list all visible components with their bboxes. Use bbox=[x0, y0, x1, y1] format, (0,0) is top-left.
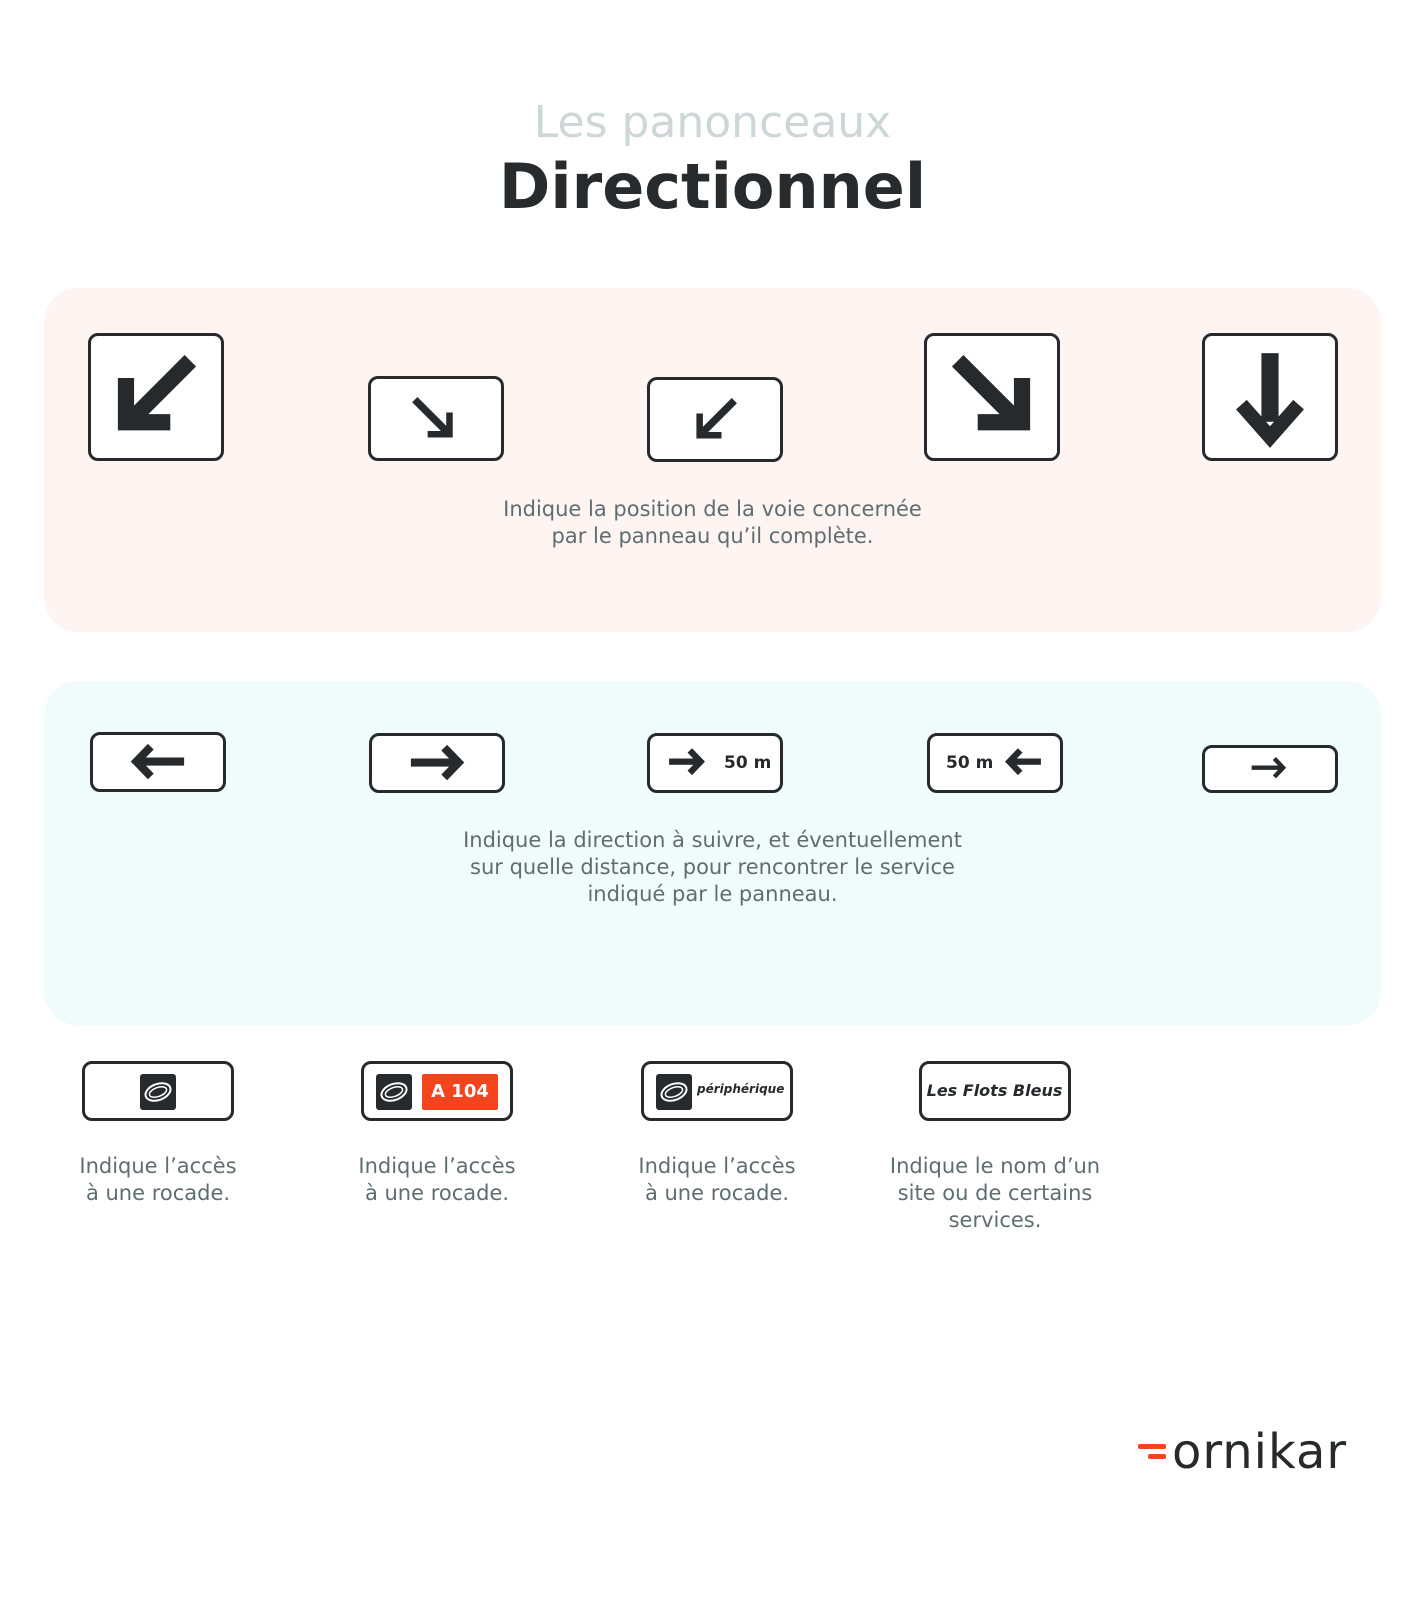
note-line-3: services. bbox=[948, 1208, 1042, 1232]
road-number-badge: A 104 bbox=[422, 1074, 498, 1110]
sign-peripherique: périphérique bbox=[641, 1061, 793, 1121]
ring-road-icon bbox=[140, 1074, 176, 1110]
position-description: Indique la position de la voie concernée… bbox=[0, 496, 1425, 550]
note-line-2: à une rocade. bbox=[364, 1181, 510, 1205]
note-line-2: à une rocade. bbox=[85, 1181, 231, 1205]
ring-road-note: Indique l’accès à une rocade. bbox=[38, 1153, 278, 1207]
logo-wordmark: ornikar bbox=[1172, 1424, 1348, 1480]
peripherique-label: périphérique bbox=[697, 1082, 785, 1096]
arrow-down-left-icon bbox=[696, 397, 737, 439]
arrow-right-icon bbox=[1251, 756, 1287, 779]
distance-label: 50 m bbox=[946, 753, 994, 773]
sign-ring-road-a104: A 104 bbox=[361, 1061, 513, 1121]
page-subtitle: Les panonceaux bbox=[533, 97, 892, 148]
sign-direction-right bbox=[369, 733, 505, 793]
arrow-left-icon bbox=[130, 743, 185, 780]
sign-lane-down bbox=[1202, 333, 1338, 461]
position-description-line-1: Indique la position de la voie concernée bbox=[503, 497, 922, 521]
sign-direction-right-small bbox=[1202, 745, 1338, 793]
sign-site-name: Les Flots Bleus bbox=[919, 1061, 1071, 1121]
arrow-down-right-icon bbox=[951, 355, 1031, 431]
direction-description-line-1: Indique la direction à suivre, et éventu… bbox=[463, 828, 962, 852]
arrow-right-icon bbox=[669, 748, 705, 776]
sign-lane-down-right-large bbox=[924, 333, 1060, 461]
page-title: Directionnel bbox=[498, 150, 927, 223]
sign-ring-road bbox=[82, 1061, 234, 1121]
direction-description: Indique la direction à suivre, et éventu… bbox=[0, 827, 1425, 908]
note-line-1: Indique l’accès bbox=[79, 1154, 237, 1178]
logo-accent-bar-top bbox=[1138, 1444, 1166, 1449]
arrow-down-icon bbox=[1236, 353, 1304, 448]
note-line-1: Indique l’accès bbox=[358, 1154, 516, 1178]
ornikar-logo: ornikar bbox=[1138, 1424, 1368, 1482]
sign-direction-left-distance: 50 m bbox=[927, 733, 1063, 793]
arrow-down-right-icon bbox=[412, 396, 453, 438]
note-line-1: Indique l’accès bbox=[638, 1154, 796, 1178]
sign-direction-left bbox=[90, 732, 226, 792]
direction-description-line-2: sur quelle distance, pour rencontrer le … bbox=[470, 855, 955, 879]
site-name-label: Les Flots Bleus bbox=[926, 1081, 1063, 1100]
sign-direction-right-distance: 50 m bbox=[647, 733, 783, 793]
ring-road-a104-note: Indique l’accès à une rocade. bbox=[317, 1153, 557, 1207]
position-description-line-2: par le panneau qu’il complète. bbox=[551, 524, 874, 548]
peripherique-note: Indique l’accès à une rocade. bbox=[597, 1153, 837, 1207]
arrow-left-icon bbox=[1005, 748, 1041, 776]
ring-road-icon bbox=[376, 1074, 412, 1110]
distance-label: 50 m bbox=[724, 753, 772, 773]
ring-road-icon bbox=[656, 1074, 692, 1110]
arrow-right-icon bbox=[410, 744, 465, 781]
note-line-2: à une rocade. bbox=[644, 1181, 790, 1205]
note-line-2: site ou de certains bbox=[897, 1181, 1093, 1205]
direction-description-line-3: indiqué par le panneau. bbox=[587, 882, 838, 906]
note-line-1: Indique le nom d’un bbox=[889, 1154, 1101, 1178]
logo-accent-bar-bottom bbox=[1148, 1454, 1166, 1459]
sign-lane-down-left-small bbox=[647, 377, 783, 462]
sign-lane-down-left-large bbox=[88, 333, 224, 461]
site-name-note: Indique le nom d’un site ou de certains … bbox=[875, 1153, 1115, 1234]
sign-lane-down-right-small bbox=[368, 376, 504, 461]
arrow-down-left-icon bbox=[117, 355, 197, 431]
